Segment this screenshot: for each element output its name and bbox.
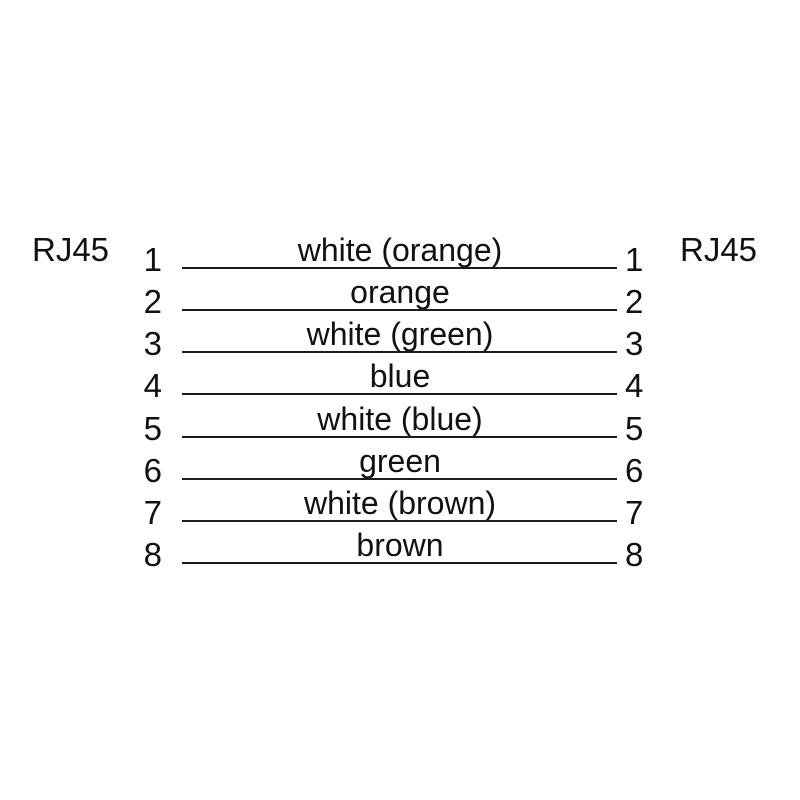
wire-color-label: brown xyxy=(356,527,444,564)
pin-number-right: 3 xyxy=(625,325,644,363)
pin-number-left: 5 xyxy=(143,409,162,447)
wire-line xyxy=(182,267,617,269)
pin-number-left: 1 xyxy=(143,241,162,278)
pin-number-left: 6 xyxy=(143,451,162,489)
pin-number-right: 1 xyxy=(625,241,644,278)
pin-number-left: 4 xyxy=(143,367,162,405)
pin-number-left: 3 xyxy=(143,325,162,363)
wire-line xyxy=(182,435,617,438)
pin-number-right: 4 xyxy=(625,367,644,405)
wire-color-label: white (green) xyxy=(306,316,494,353)
wire-color-label: orange xyxy=(350,274,450,311)
wire-line xyxy=(182,393,617,396)
wire-color-label: blue xyxy=(369,358,431,395)
wire-line xyxy=(182,519,617,522)
wire-line xyxy=(182,351,617,354)
wire-color-label: white (brown) xyxy=(303,484,497,521)
pin-number-left: 2 xyxy=(143,283,162,321)
pin-number-right: 6 xyxy=(625,451,644,489)
wire-line xyxy=(182,477,617,480)
pin-number-right: 5 xyxy=(625,409,644,447)
wire-color-label: white (blue) xyxy=(317,400,483,437)
connector-label-left: RJ45 xyxy=(32,231,110,268)
wire-line xyxy=(182,309,617,312)
pin-number-right: 8 xyxy=(625,536,644,574)
pin-number-left: 8 xyxy=(143,536,162,574)
pin-number-left: 7 xyxy=(143,493,162,531)
wire-line xyxy=(182,562,617,565)
pin-number-right: 7 xyxy=(625,493,644,531)
connector-label-right: RJ45 xyxy=(680,231,758,268)
pin-number-right: 2 xyxy=(625,283,644,321)
wire-color-label: green xyxy=(359,442,441,479)
